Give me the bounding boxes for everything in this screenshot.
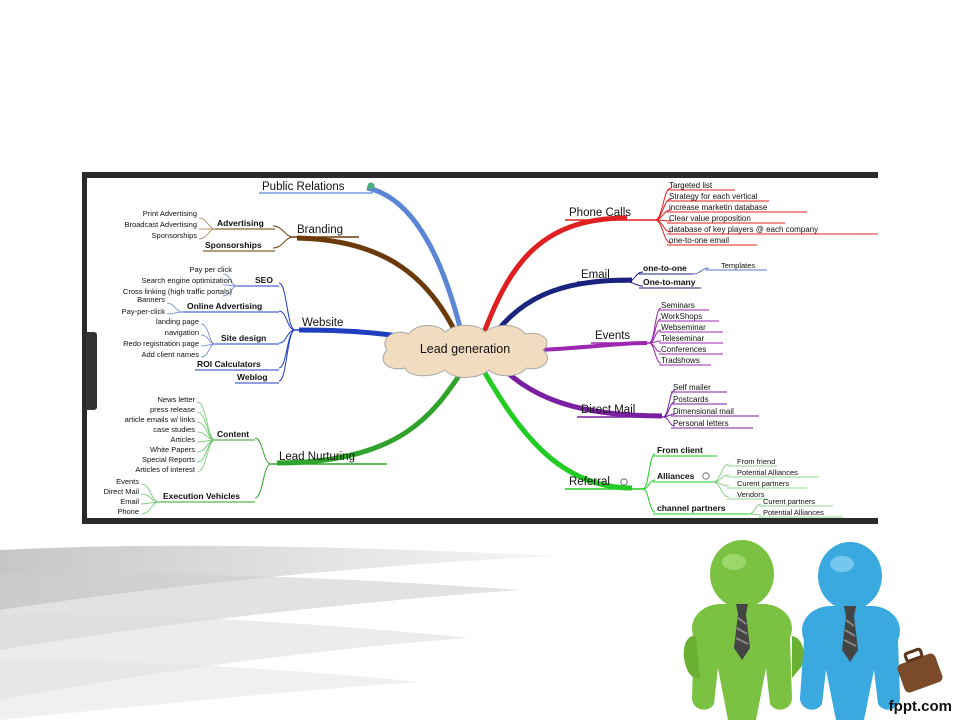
events-item: Teleseminar <box>661 334 704 343</box>
mindmap-canvas: Lead generation Public Relations Brandin… <box>87 178 878 518</box>
direct-mail-item: Dimensional mail <box>673 407 734 416</box>
mindmap-frame: Lead generation Public Relations Brandin… <box>82 172 878 524</box>
direct-mail-item: Self mailer <box>673 383 711 392</box>
seo-item: Pay per click <box>189 265 232 274</box>
email-label: Email <box>581 269 610 281</box>
content-item: case studies <box>153 425 195 434</box>
branch-lead-nurturing-line <box>276 362 470 466</box>
center-label: Lead generation <box>420 342 510 356</box>
blue-person-icon <box>800 542 900 720</box>
seo-item: Search engine optimization <box>142 276 232 285</box>
execution-item: Email <box>120 497 139 506</box>
content-item: press release <box>150 405 195 414</box>
green-person-icon <box>683 540 804 720</box>
advertising-item: Broadcast Advertising <box>124 220 197 229</box>
lead-nurturing-label: Lead Nurturing <box>279 451 355 463</box>
execution-item: Phone <box>117 507 139 516</box>
site-design-item: Add client names <box>141 350 199 359</box>
branch-branding-line <box>296 235 465 348</box>
site-design-item: navigation <box>165 328 199 337</box>
phone-calls-label: Phone Calls <box>569 207 631 219</box>
referral-from-client: From client <box>657 445 703 455</box>
note-icon <box>702 472 710 480</box>
phone-calls-item: database of key players @ each company <box>669 225 818 234</box>
alliances-item: Potential Alliances <box>737 468 798 477</box>
center-node: Lead generation <box>382 324 549 378</box>
weblog-label: Weblog <box>237 372 268 382</box>
advertising-item: Print Advertising <box>143 209 197 218</box>
branding-label: Branding <box>297 224 343 236</box>
content-item: Articles <box>170 435 195 444</box>
execution-item: Direct Mail <box>104 487 140 496</box>
branch-public-relations-line <box>366 185 468 349</box>
events-item: Webseminar <box>661 323 706 332</box>
online-advertising-item: Pay-per-click <box>122 307 166 316</box>
direct-mail-label: Direct Mail <box>581 404 635 416</box>
seo-label: SEO <box>255 275 273 285</box>
briefcase-icon <box>897 647 943 693</box>
branch-events-line <box>536 341 648 352</box>
referral-alliances: Alliances <box>657 471 695 481</box>
phone-calls-item: increase marketin database <box>669 203 768 212</box>
sponsorships-label: Sponsorships <box>205 240 262 250</box>
events-item: Tradshows <box>661 356 700 365</box>
alliances-item: Vendors <box>737 490 765 499</box>
fppt-logo: fppt.com <box>888 698 952 715</box>
site-design-item: Redo registration page <box>123 339 199 348</box>
online-advertising-item: Banners <box>137 295 165 304</box>
email-one-to-many: One-to-many <box>643 277 696 287</box>
execution-item: Events <box>116 477 139 486</box>
note-icon <box>367 182 375 190</box>
site-design-item: landing page <box>156 317 199 326</box>
direct-mail-item: Personal letters <box>673 419 729 428</box>
public-relations-label: Public Relations <box>262 181 345 193</box>
advertising-item: Sponsorships <box>152 231 198 240</box>
email-one-to-one: one-to-one <box>643 263 687 273</box>
content-item: White Papers <box>150 445 195 454</box>
website-label: Website <box>302 317 343 329</box>
seo-item: Cross linking (high traffic portals) <box>123 287 233 296</box>
content-item: Articles of interest <box>135 465 196 474</box>
alliances-item: From friend <box>737 457 775 466</box>
email-templates: Templates <box>721 261 755 270</box>
roi-calculators-label: ROI Calculators <box>197 359 261 369</box>
branch-referral-line <box>479 366 633 491</box>
events-label: Events <box>595 330 630 342</box>
note-icon <box>620 478 628 486</box>
advertising-label: Advertising <box>217 218 264 228</box>
phone-calls-item: Strategy for each vertical <box>669 192 758 201</box>
side-tab <box>86 332 97 410</box>
mindmap-diagram: Lead generation Public Relations Brandin… <box>104 181 878 518</box>
events-item: Seminars <box>661 301 695 310</box>
execution-vehicles-label: Execution Vehicles <box>163 491 240 501</box>
content-label: Content <box>217 429 249 439</box>
content-item: article emails w/ links <box>125 415 196 424</box>
content-item: Special Reports <box>142 455 195 464</box>
phone-calls-item: one-to-one email <box>669 236 729 245</box>
referral-label: Referral <box>569 476 610 488</box>
decorative-swoosh <box>0 545 560 720</box>
business-people-illustration <box>683 540 943 720</box>
channel-item: Potential Alliances <box>763 508 824 517</box>
content-item: News letter <box>157 395 195 404</box>
online-advertising-label: Online Advertising <box>187 301 262 311</box>
events-item: WorkShops <box>661 312 702 321</box>
phone-calls-item: Clear value proposition <box>669 214 751 223</box>
phone-calls-item: Targeted list <box>669 181 713 190</box>
events-item: Conferences <box>661 345 706 354</box>
site-design-label: Site design <box>221 333 266 343</box>
referral-channel-partners: channel partners <box>657 503 726 513</box>
alliances-item: Curent partners <box>737 479 789 488</box>
channel-item: Curent partners <box>763 497 815 506</box>
direct-mail-item: Postcards <box>673 395 709 404</box>
